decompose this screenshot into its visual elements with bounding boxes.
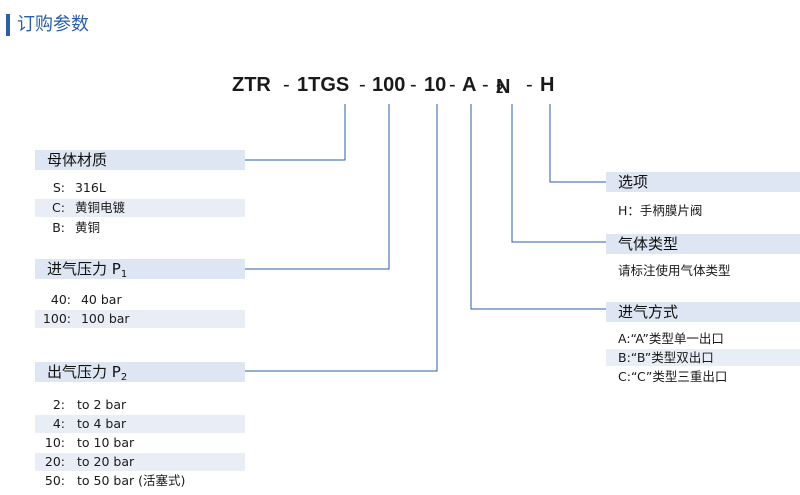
connector-inlet-mode: [470, 104, 606, 310]
connector-gas-type: [511, 104, 606, 243]
list-item: B: 黄铜: [52, 220, 100, 235]
code-gas-subscript: 2: [496, 81, 504, 96]
code-option: H: [540, 74, 555, 96]
list-item: A:“A”类型单一出口: [618, 331, 724, 346]
section-outlet-pressure: 出气压力 P2: [35, 362, 245, 383]
code-separator: -: [359, 74, 366, 96]
list-item: 请标注使用气体类型: [618, 263, 731, 278]
connector-option: [549, 104, 606, 183]
page-title: 订购参数: [17, 14, 89, 35]
section-option: 选项: [606, 172, 800, 192]
list-item: S: 316L: [52, 180, 106, 195]
list-item: 50: to 50 bar (活塞式): [44, 473, 186, 488]
code-prefix: ZTR: [232, 74, 271, 96]
section-body-material-title: 母体材质: [47, 151, 108, 169]
code-outlet-pressure: 10: [424, 74, 447, 96]
connector-outlet-pressure: [245, 104, 438, 372]
connector-inlet-pressure: [245, 104, 390, 270]
list-item: 20: to 20 bar: [35, 453, 245, 471]
section-body-material: 母体材质: [35, 150, 245, 170]
list-item: 10: to 10 bar: [44, 435, 135, 450]
list-item: C:“C”类型三重出口: [618, 369, 728, 384]
header-accent-bar: [6, 14, 10, 36]
section-gas-type: 气体类型: [606, 234, 800, 254]
list-item: B:“B”类型双出口: [606, 349, 800, 366]
code-series: 1TGS: [297, 74, 350, 96]
section-inlet-pressure: 进气压力 P1: [35, 259, 245, 280]
code-separator: -: [283, 74, 290, 96]
section-inlet-mode: 进气方式: [606, 302, 800, 322]
list-item: 40: 40 bar: [50, 292, 122, 307]
code-separator: -: [449, 74, 456, 96]
list-item: 4: to 4 bar: [35, 415, 245, 433]
list-item: C: 黄铜电镀: [35, 199, 245, 217]
code-separator: -: [410, 74, 417, 96]
connector-material: [245, 104, 346, 161]
code-inlet-pressure: 100: [372, 74, 406, 96]
code-separator: -: [482, 74, 489, 96]
list-item: H：手柄膜片阀: [618, 203, 703, 218]
code-separator: -: [526, 74, 533, 96]
list-item: 100: 100 bar: [35, 310, 245, 328]
code-inlet-mode: A: [462, 74, 477, 96]
list-item: 2: to 2 bar: [52, 397, 127, 412]
